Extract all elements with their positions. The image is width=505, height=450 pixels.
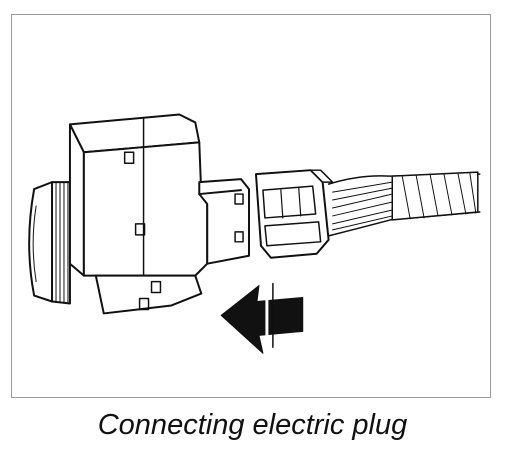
electric-plug [254, 169, 334, 259]
plug-connection-illustration [28, 113, 481, 354]
figure-caption: Connecting electric plug [97, 409, 408, 441]
switch-housing [68, 113, 209, 315]
illustration-frame [11, 14, 491, 398]
threaded-collar [28, 181, 71, 305]
insert-direction-arrow [220, 282, 304, 354]
socket-extension [198, 178, 251, 265]
wire-harness [327, 171, 481, 237]
